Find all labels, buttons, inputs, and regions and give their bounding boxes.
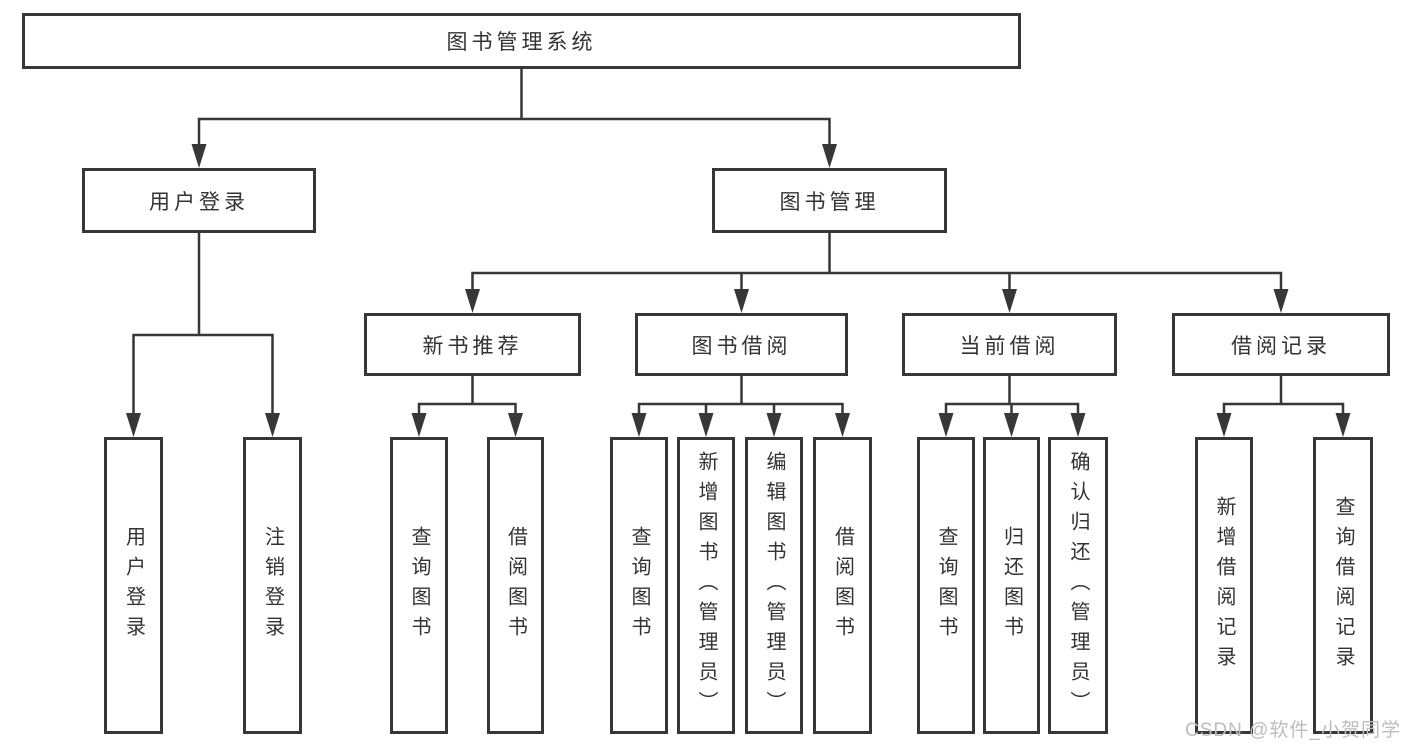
leaf-newbook-query-books: 查询图书 (390, 437, 448, 734)
leaf-records-query-record: 查询借阅记录 (1313, 437, 1373, 734)
connector-borrow-records-children (1216, 376, 1351, 437)
leaf-newbook-borrow-books-label: 借阅图书 (504, 525, 527, 646)
leaf-newbook-query-books-label: 查询图书 (408, 525, 430, 646)
node-current-borrow-label: 当前借阅 (959, 334, 1060, 358)
connector-book-management-to-level3 (465, 232, 1289, 313)
leaf-borrow-edit-books-admin: 编辑图书（管理员） (745, 437, 803, 734)
leaf-current-confirm-return-admin-label: 确认归还（管理员） (1067, 450, 1089, 721)
node-book-management-label: 图书管理 (779, 190, 880, 214)
csdn-watermark: CSDN @软件_小贺同学 (1185, 720, 1401, 741)
connector-book-borrow-children (631, 376, 850, 437)
node-book-management: 图书管理 (712, 168, 947, 233)
node-current-borrow: 当前借阅 (902, 313, 1117, 376)
connector-current-borrow-children (938, 376, 1086, 437)
node-new-book-recommend-label: 新书推荐 (422, 334, 523, 358)
leaf-borrow-edit-books-admin-label: 编辑图书（管理员） (763, 450, 785, 721)
leaf-records-add-record-label: 新增借阅记录 (1213, 495, 1235, 676)
node-root: 图书管理系统 (22, 13, 1021, 69)
connector-new-book-recommend-children (411, 376, 523, 437)
leaf-user-login-label: 用户登录 (122, 525, 145, 646)
leaf-borrow-add-books-admin: 新增图书（管理员） (677, 437, 735, 734)
node-user-login-label: 用户登录 (149, 190, 249, 214)
connector-root-to-level2 (191, 67, 837, 168)
leaf-borrow-borrow-books: 借阅图书 (813, 437, 872, 734)
leaf-records-query-record-label: 查询借阅记录 (1332, 495, 1354, 676)
leaf-current-return-books: 归还图书 (983, 437, 1040, 734)
node-new-book-recommend: 新书推荐 (364, 313, 581, 376)
node-book-borrow: 图书借阅 (635, 313, 848, 376)
leaf-user-login: 用户登录 (104, 437, 163, 734)
leaf-borrow-add-books-admin-label: 新增图书（管理员） (695, 450, 717, 721)
node-user-login: 用户登录 (82, 168, 316, 233)
leaf-borrow-borrow-books-label: 借阅图书 (831, 525, 854, 646)
connector-user-login-children (126, 232, 280, 437)
leaf-borrow-query-books-label: 查询图书 (628, 525, 650, 646)
leaf-current-query-books: 查询图书 (917, 437, 975, 734)
node-borrow-records: 借阅记录 (1172, 313, 1390, 376)
node-borrow-records-label: 借阅记录 (1231, 334, 1331, 358)
leaf-current-query-books-label: 查询图书 (935, 525, 957, 646)
leaf-records-add-record: 新增借阅记录 (1195, 437, 1253, 734)
leaf-current-confirm-return-admin: 确认归还（管理员） (1048, 437, 1108, 734)
leaf-newbook-borrow-books: 借阅图书 (487, 437, 544, 734)
leaf-borrow-query-books: 查询图书 (610, 437, 668, 734)
leaf-logout-login: 注销登录 (243, 437, 302, 734)
leaf-logout-login-label: 注销登录 (261, 525, 284, 646)
node-book-borrow-label: 图书借阅 (691, 334, 792, 358)
node-root-label: 图书管理系统 (446, 31, 597, 54)
leaf-current-return-books-label: 归还图书 (1000, 525, 1023, 646)
